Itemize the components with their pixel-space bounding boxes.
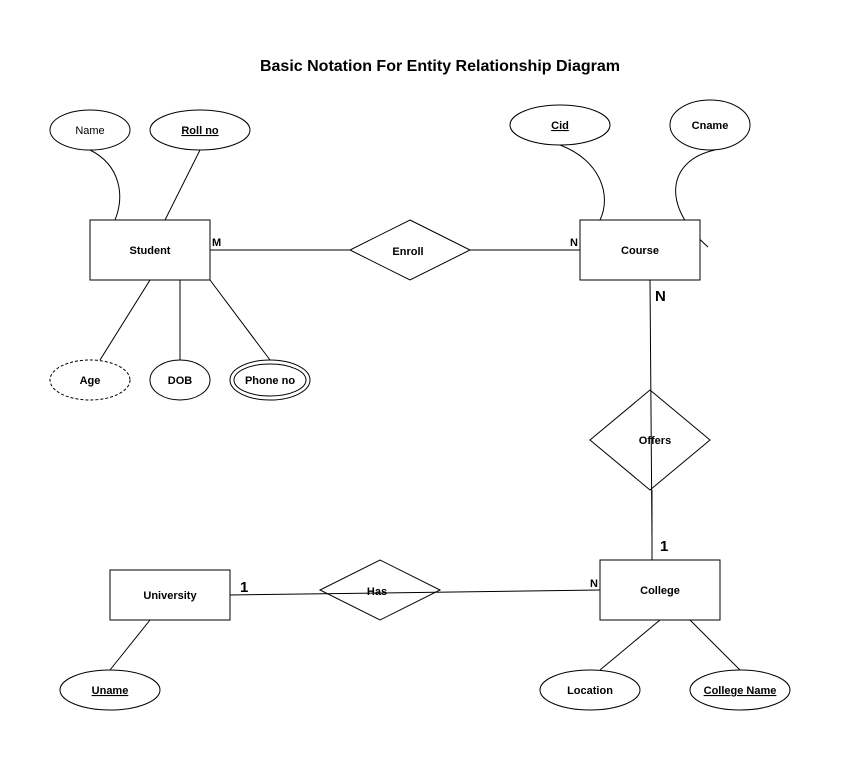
entity-college[interactable]: College bbox=[599, 559, 721, 621]
connector-university-uname bbox=[109, 619, 151, 671]
attribute-uname-key[interactable]: Uname bbox=[59, 669, 161, 711]
entity-label: College bbox=[640, 585, 680, 597]
relationship-offers[interactable]: Offers bbox=[589, 389, 711, 491]
attribute-cname[interactable]: Cname bbox=[669, 99, 751, 151]
attribute-label: Name bbox=[75, 125, 104, 137]
attribute-label: Roll no bbox=[181, 125, 219, 137]
diagram-title: Basic Notation For Entity Relationship D… bbox=[260, 58, 620, 75]
connectors bbox=[89, 144, 741, 671]
cardinality-offers-college: 1 bbox=[660, 538, 668, 555]
cardinality-course-offers: N bbox=[655, 288, 666, 305]
attribute-dob[interactable]: DOB bbox=[149, 359, 211, 401]
attribute-college-name-key[interactable]: College Name bbox=[689, 669, 791, 711]
connector-university-college bbox=[229, 589, 601, 596]
connector-college-location bbox=[599, 619, 661, 671]
relationship-has[interactable]: Has bbox=[318, 559, 442, 621]
entity-label: Student bbox=[130, 245, 171, 257]
connector-student-age bbox=[99, 279, 151, 361]
attribute-roll-no-key[interactable]: Roll no bbox=[149, 109, 251, 151]
attribute-name[interactable]: Name bbox=[49, 109, 131, 151]
connector-name-student bbox=[89, 149, 121, 221]
cardinality-university-has: 1 bbox=[240, 579, 248, 596]
cardinality-has-college: N bbox=[590, 578, 598, 590]
entity-course[interactable]: Course bbox=[579, 219, 701, 281]
attribute-label: Cname bbox=[692, 120, 729, 132]
attribute-label: DOB bbox=[168, 375, 193, 387]
attribute-location[interactable]: Location bbox=[539, 669, 641, 711]
cardinality-student-enroll: M bbox=[212, 237, 221, 249]
connector-college-collegename bbox=[689, 619, 741, 671]
attribute-age-derived[interactable]: Age bbox=[49, 359, 131, 401]
attribute-label: Cid bbox=[551, 120, 569, 132]
relationship-label: Enroll bbox=[392, 246, 423, 258]
relationship-label: Offers bbox=[639, 435, 671, 447]
entity-student[interactable]: Student bbox=[89, 219, 211, 281]
relationship-enroll[interactable]: Enroll bbox=[348, 219, 472, 281]
attribute-cid-key[interactable]: Cid bbox=[509, 104, 611, 146]
attribute-phone-no-multivalued[interactable]: Phone no bbox=[229, 359, 311, 401]
entity-label: Course bbox=[621, 245, 659, 257]
cardinality-enroll-course: N bbox=[570, 237, 578, 249]
attribute-label: Phone no bbox=[245, 375, 295, 387]
connector-rollno-student bbox=[164, 149, 201, 221]
entity-university[interactable]: University bbox=[109, 569, 231, 621]
attribute-label: Location bbox=[567, 685, 613, 697]
attribute-label: Age bbox=[80, 375, 101, 387]
connector-cid-course bbox=[559, 144, 605, 221]
connector-student-phone bbox=[209, 279, 271, 361]
attribute-label: College Name bbox=[704, 685, 777, 697]
relationship-label: Has bbox=[367, 586, 387, 598]
entity-label: University bbox=[143, 590, 197, 602]
attribute-label: Uname bbox=[92, 685, 129, 697]
